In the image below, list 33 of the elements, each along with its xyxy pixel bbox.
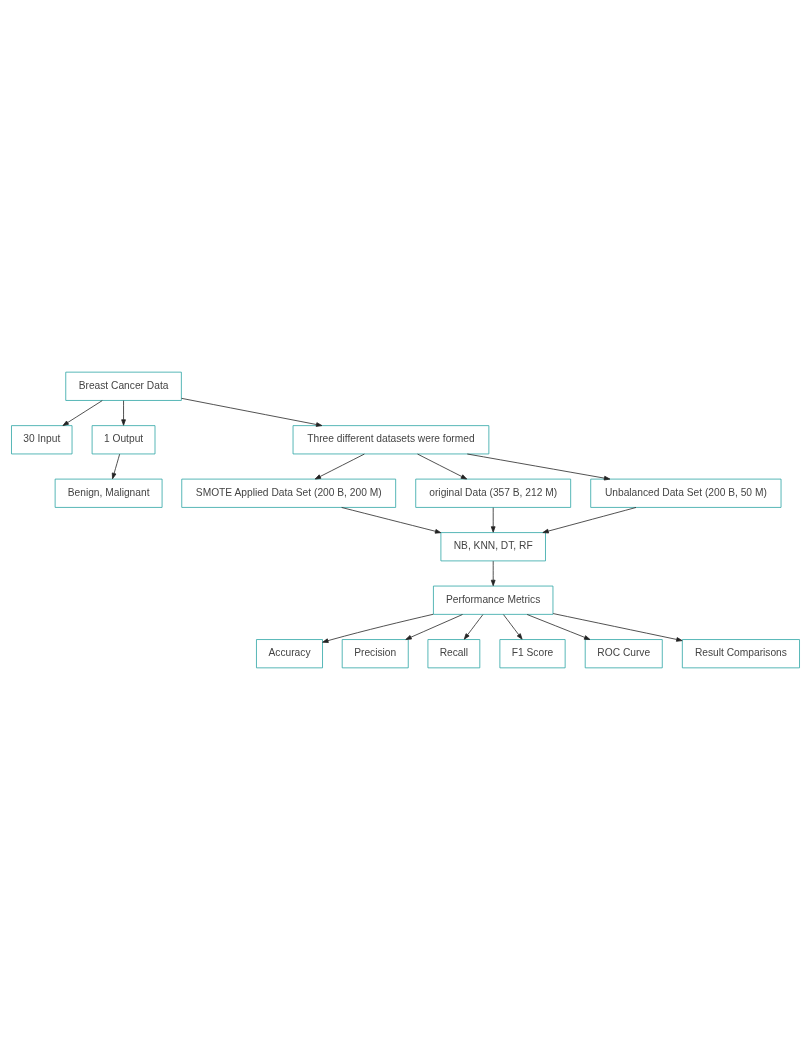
arrow bbox=[503, 613, 523, 640]
arrow bbox=[526, 613, 591, 640]
node-box: Performance Metrics bbox=[433, 585, 554, 615]
arrow bbox=[314, 453, 365, 479]
node-box: ROC Curve bbox=[584, 638, 663, 668]
node-box: Benign, Malignant bbox=[54, 478, 163, 508]
arrow bbox=[181, 397, 323, 427]
node-box: SMOTE Applied Data Set (200 B, 200 M) bbox=[181, 478, 397, 508]
arrow bbox=[405, 613, 463, 640]
arrow bbox=[542, 506, 637, 533]
node-box: Result Comparisons bbox=[681, 638, 800, 668]
node-box: 30 Input bbox=[11, 424, 73, 454]
node-box: Accuracy bbox=[256, 638, 323, 668]
arrow bbox=[417, 453, 468, 479]
arrow bbox=[490, 506, 496, 533]
arrow bbox=[62, 399, 103, 426]
node-box: NB, KNN, DT, RF bbox=[440, 531, 546, 561]
node-box: 1 Output bbox=[91, 424, 156, 454]
arrow bbox=[322, 613, 434, 643]
node-box: Breast Cancer Data bbox=[65, 371, 182, 401]
node-box: original Data (357 B, 212 M) bbox=[415, 478, 572, 508]
arrow bbox=[111, 453, 121, 479]
node-box: Unbalanced Data Set (200 B, 50 M) bbox=[590, 478, 782, 508]
arrow bbox=[341, 506, 442, 534]
node-box: Three different datasets were formed bbox=[292, 424, 490, 454]
arrow bbox=[121, 399, 126, 426]
arrow bbox=[463, 613, 484, 640]
node-box: F1 Score bbox=[499, 638, 566, 668]
arrow bbox=[490, 560, 496, 586]
arrow bbox=[552, 612, 683, 642]
node-box: Precision bbox=[341, 638, 409, 668]
node-box: Recall bbox=[427, 638, 481, 668]
arrow bbox=[466, 453, 611, 480]
